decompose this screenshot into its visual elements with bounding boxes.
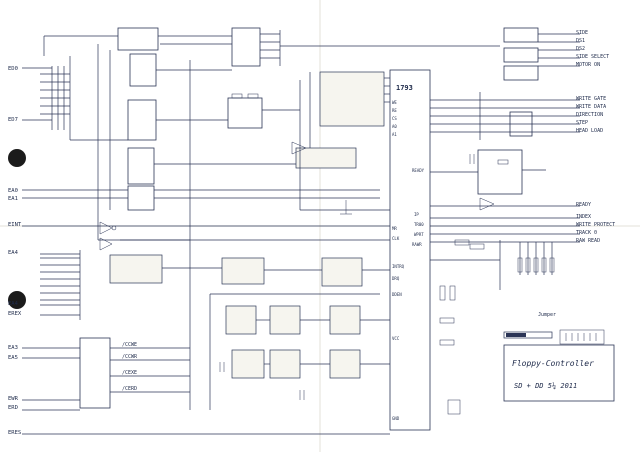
title-line-2: SD + DD 5¼ 2011 xyxy=(514,382,577,390)
jumper-block xyxy=(319,71,385,127)
drive-signal-label: DS1 xyxy=(576,38,585,44)
drive-signal-label: RAW READ xyxy=(576,238,600,244)
ic-74ls74 xyxy=(269,305,301,335)
ic-buffer xyxy=(503,47,539,63)
drive-signal-label: WRITE DATA xyxy=(576,104,606,110)
drive-signal-label: SIDE SELECT xyxy=(576,54,609,60)
chip-pin-label: A0 xyxy=(392,124,397,129)
signal-label: EA1 xyxy=(8,196,18,202)
chip-label: 1793 xyxy=(396,84,413,92)
drive-signal-label: MOTOR ON xyxy=(576,62,600,68)
address-bus-lines xyxy=(22,35,390,435)
chip-pin-label: A1 xyxy=(392,132,397,137)
ic-74ls74 xyxy=(225,305,257,335)
ic-74ls14 xyxy=(295,147,357,169)
signal-label: EA4 xyxy=(8,250,19,256)
signal-label: EA4 xyxy=(8,301,19,307)
jumper-label: Jumper xyxy=(538,312,556,318)
chip-pin-label: VCC xyxy=(392,336,400,341)
ic-74ls74 xyxy=(321,257,363,287)
jumper-area: Jumper xyxy=(503,312,605,345)
chip-pin-label: CS xyxy=(392,116,397,121)
chip-pin-label: CLK xyxy=(392,236,400,241)
chip-pin-label: WPRT xyxy=(414,232,424,237)
signal-label: ED7 xyxy=(8,117,18,123)
ic-74ls74 xyxy=(109,254,163,284)
select-lines: /CCWE /CCWR /CEXE /CERD xyxy=(122,342,138,392)
drive-signal-label: STEP xyxy=(576,120,588,126)
left-labels: ED0 ED7 EA0 EA1 EINT EA4 EA4 EREX EA3 EA… xyxy=(8,66,22,436)
chip-pin-label: RE xyxy=(392,108,397,113)
data-bus-wiring xyxy=(90,30,500,410)
drive-signal-label: READY xyxy=(576,202,591,208)
ic-74ls175 xyxy=(127,99,157,141)
drive-signal-label: TRACK 0 xyxy=(576,230,597,236)
ic-74ls123 xyxy=(329,349,361,379)
wd1793-controller: 1793 WE RE CS A0 A1 MR CLK READY INTRQ D… xyxy=(389,69,431,431)
signal-label: ERD xyxy=(8,405,18,411)
drive-signal-label: SIDE xyxy=(576,30,588,36)
chip-pin-label: RAWR xyxy=(412,242,422,247)
signal-label: EWR xyxy=(8,396,19,402)
signal-label: EREX xyxy=(8,311,22,317)
chip-pin-label: MR xyxy=(392,226,397,231)
logic-chips xyxy=(79,27,539,409)
ic-74ls123 xyxy=(477,149,523,195)
select-line-label: /CCWE xyxy=(122,342,137,348)
signal-label: ED0 xyxy=(8,66,18,72)
ic-74ls123 xyxy=(269,349,301,379)
chip-pin-label: IP xyxy=(414,212,419,217)
chip-pin-label: DRQ xyxy=(392,276,400,281)
drive-signal-label: INDEX xyxy=(576,214,591,220)
passive-components xyxy=(99,93,555,415)
punch-hole-top xyxy=(8,149,26,167)
ic-74ls74 xyxy=(129,53,157,87)
ic-74ls74 xyxy=(221,257,265,285)
ic-74ls174 xyxy=(231,27,261,67)
right-labels: SIDE DS1 DS2 SIDE SELECT MOTOR ON WRITE … xyxy=(576,30,615,244)
drive-signal-label: HEAD LOAD xyxy=(576,128,603,134)
drive-interface-wiring xyxy=(430,33,580,290)
chip-pin-label: WE xyxy=(392,100,397,105)
ic-74ls123 xyxy=(231,349,265,379)
ic-74ls00 xyxy=(227,97,263,129)
signal-label: EA5 xyxy=(8,355,18,361)
select-line-label: /CCWR xyxy=(122,354,138,360)
chip-pin-label: GND xyxy=(392,416,400,421)
select-line-label: /CERD xyxy=(122,386,137,392)
title-line-1: Floppy-Controller xyxy=(512,359,594,368)
signal-label: ERES xyxy=(8,430,21,436)
punch-hole-bottom xyxy=(8,291,26,309)
chip-pin-label: DDEN xyxy=(392,292,402,297)
drive-signal-label: WRITE PROTECT xyxy=(576,222,615,228)
drive-signal-label: WRITE GATE xyxy=(576,96,606,102)
chip-pin-label: TR00 xyxy=(414,222,424,227)
drive-signal-label: DIRECTION xyxy=(576,112,603,118)
signal-label: EINT xyxy=(8,222,22,228)
drive-signal-label: DS2 xyxy=(576,46,585,52)
signal-label: EA0 xyxy=(8,188,18,194)
ic-buffer xyxy=(503,27,539,43)
ic-74ls74 xyxy=(329,305,361,335)
ic-74ls00 xyxy=(117,27,159,51)
chip-pin-label: READY xyxy=(412,168,425,173)
ic-74ls123 xyxy=(127,185,155,211)
ic-74ls138 xyxy=(79,337,111,409)
title-block: Floppy-Controller SD + DD 5¼ 2011 xyxy=(503,344,615,402)
select-line-label: /CEXE xyxy=(122,370,137,376)
ic-74ls74 xyxy=(127,147,155,185)
ic-buffer xyxy=(503,65,539,81)
signal-label: EA3 xyxy=(8,345,18,351)
chip-pin-label: INTRQ xyxy=(392,264,405,269)
